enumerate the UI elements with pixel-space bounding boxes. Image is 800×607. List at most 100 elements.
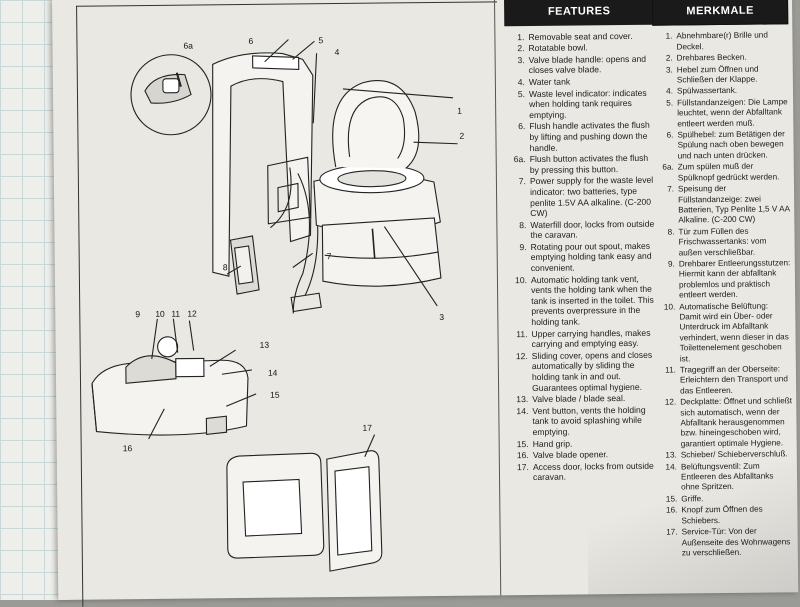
merkmale-item: 6a.Zum spülen muß der Spülknopf gedrückt…	[654, 162, 790, 184]
callout-5: 5	[318, 35, 323, 45]
callout-2: 2	[459, 131, 464, 141]
item-number: 15.	[665, 494, 678, 504]
callout-12: 12	[187, 308, 197, 318]
merkmale-item: 6.Spülhebel: zum Betätigen der Spülung n…	[653, 129, 789, 162]
callout-7: 7	[327, 251, 332, 261]
item-number: 3.	[665, 65, 673, 75]
item-number: 13.	[516, 394, 529, 405]
item-text: Hebel zum Öffnen und Schließen der Klapp…	[676, 64, 759, 85]
merkmale-item: 4.Spülwassertank.	[653, 86, 789, 98]
item-number: 17.	[516, 461, 529, 472]
item-number: 15.	[516, 438, 529, 449]
item-number: 14.	[665, 462, 677, 472]
merkmale-item: 13.Schieber/ Schieberverschluß.	[657, 450, 793, 462]
item-text: Automatische Belüftung: Damit wird ein Ü…	[679, 301, 789, 364]
callout-3: 3	[439, 312, 444, 322]
item-number: 8.	[519, 219, 527, 230]
item-text: Deckplatte: Öffnet und schließt sich aut…	[680, 396, 793, 449]
merkmale-item: 9.Drehbarer Entleerungsstutzen: Hiermit …	[655, 258, 791, 301]
item-number: 6.	[666, 130, 674, 140]
item-text: Zum spülen muß der Spülknopf gedrückt we…	[677, 161, 780, 183]
features-item: 4.Water tank	[505, 76, 655, 88]
item-number: 16.	[516, 450, 529, 461]
merkmale-item: 14.Belüftungsventil: Zum Entleeren des A…	[657, 461, 793, 494]
item-number: 12.	[664, 397, 677, 407]
item-number: 5.	[666, 98, 674, 108]
merkmale-column: MERKMALE 1.Abnehmbare(r) Brille und Deck…	[652, 0, 794, 560]
merkmale-item: 2.Drehbares Becken.	[653, 53, 789, 65]
features-item: 16.Valve blade opener.	[509, 449, 659, 461]
toilet-diagram: 6a 6 5 4 1 2 7 8 3 9 10 11 12 13 14 15 1…	[91, 35, 464, 572]
item-number: 6a.	[513, 154, 526, 165]
item-text: Abnehmbare(r) Brille und Deckel.	[676, 30, 768, 52]
item-text: Upper carrying handles, makes carrying a…	[531, 327, 651, 350]
item-number: 7.	[667, 184, 675, 194]
item-text: Flush handle activates the flush by lift…	[529, 120, 650, 153]
item-text: Tragegriff an der Oberseite: Erleichtern…	[679, 364, 788, 396]
item-number: 5.	[517, 88, 526, 99]
features-item: 11.Upper carrying handles, makes carryin…	[507, 327, 657, 350]
features-item: 3.Valve blade handle: opens and closes v…	[505, 53, 655, 76]
item-text: Automatic holding tank vent, vents the h…	[530, 273, 654, 328]
item-text: Vent button, vents the holding tank to a…	[532, 404, 646, 437]
item-number: 6a.	[662, 162, 674, 172]
manual-page: 6a 6 5 4 1 2 7 8 3 9 10 11 12 13 14 15 1…	[52, 0, 799, 607]
item-text: Rotating pour out spout, makes emptying …	[530, 240, 652, 274]
features-item: 15.Hand grip.	[509, 437, 659, 449]
features-item: 13.Valve blade / blade seal.	[508, 393, 658, 405]
merkmale-item: 5.Füllstandanzeigen: Die Lampe leuchtet,…	[653, 97, 789, 130]
features-item: 9.Rotating pour out spout, makes emptyin…	[507, 241, 657, 274]
merkmale-item: 1.Abnehmbare(r) Brille und Deckel.	[652, 31, 788, 53]
merkmale-item: 3.Hebel zum Öffnen und Schließen der Kla…	[653, 64, 789, 86]
item-text: Sliding cover, opens and closes automati…	[531, 349, 653, 393]
item-text: Schieber/ Schieberverschluß.	[680, 449, 788, 460]
item-text: Waterfill door, locks from outside the c…	[530, 218, 655, 241]
features-item: 1.Removable seat and cover.	[504, 30, 654, 42]
callout-1: 1	[457, 106, 462, 116]
features-item: 10.Automatic holding tank vent, vents th…	[507, 273, 658, 328]
item-number: 17.	[666, 527, 678, 537]
item-number: 2.	[517, 43, 525, 54]
features-item: 17.Access door, locks from outside carav…	[509, 460, 659, 483]
item-text: Speisung der Füllstandanzeige: zwei Batt…	[677, 184, 790, 225]
item-number: 14.	[516, 405, 529, 416]
item-text: Valve blade handle: opens and closes val…	[528, 53, 647, 76]
item-text: Valve blade / blade seal.	[532, 393, 626, 405]
item-number: 3.	[517, 54, 525, 65]
merkmale-item: 15.Griffe.	[657, 493, 793, 505]
callout-17: 17	[362, 423, 372, 433]
item-text: Access door, locks from outside caravan.	[532, 460, 654, 483]
toilet-lid	[332, 80, 420, 169]
item-text: Hand grip.	[532, 438, 573, 449]
callout-13: 13	[260, 340, 270, 350]
item-text: Belüftungsventil: Zum Entleeren des Abfa…	[680, 461, 774, 492]
item-text: Knopf zum Öffnen des Schiebers.	[681, 504, 763, 526]
features-item: 14.Vent button, vents the holding tank t…	[508, 404, 658, 437]
features-item: 2.Rotatable bowl.	[504, 42, 654, 54]
item-text: Water tank	[528, 76, 571, 87]
item-number: 16.	[665, 505, 678, 515]
item-number: 12.	[515, 350, 528, 361]
merkmale-item: 7.Speisung der Füllstandanzeige: zwei Ba…	[654, 183, 790, 226]
item-number: 9.	[667, 259, 675, 269]
item-text: Flush button activates the flush by pres…	[529, 152, 649, 175]
item-text: Spülwassertank.	[676, 86, 738, 96]
features-list: 1.Removable seat and cover.2.Rotatable b…	[504, 30, 659, 483]
item-text: Drehbares Becken.	[676, 52, 747, 63]
item-number: 1.	[517, 31, 525, 42]
callout-15: 15	[270, 390, 280, 400]
callout-9: 9	[135, 309, 140, 319]
callout-11: 11	[171, 309, 180, 319]
features-item: 6.Flush handle activates the flush by li…	[505, 120, 655, 153]
item-text: Drehbarer Entleerungsstutzen: Hiermit ka…	[678, 258, 791, 300]
features-column: FEATURES 1.Removable seat and cover.2.Ro…	[504, 0, 659, 484]
item-text: Power supply for the waste level indicat…	[529, 175, 654, 219]
features-item: 12.Sliding cover, opens and closes autom…	[508, 349, 658, 393]
callout-14: 14	[268, 368, 278, 378]
merkmale-header: MERKMALE	[652, 0, 789, 27]
merkmale-item: 16.Knopf zum Öffnen des Schiebers.	[657, 505, 793, 527]
item-text: Service-Tür: Von der Außenseite des Wohn…	[681, 526, 791, 558]
merkmale-list: 1.Abnehmbare(r) Brille und Deckel.2.Dreh…	[652, 31, 794, 559]
features-item: 8.Waterfill door, locks from outside the…	[506, 218, 656, 241]
item-number: 9.	[519, 241, 527, 252]
